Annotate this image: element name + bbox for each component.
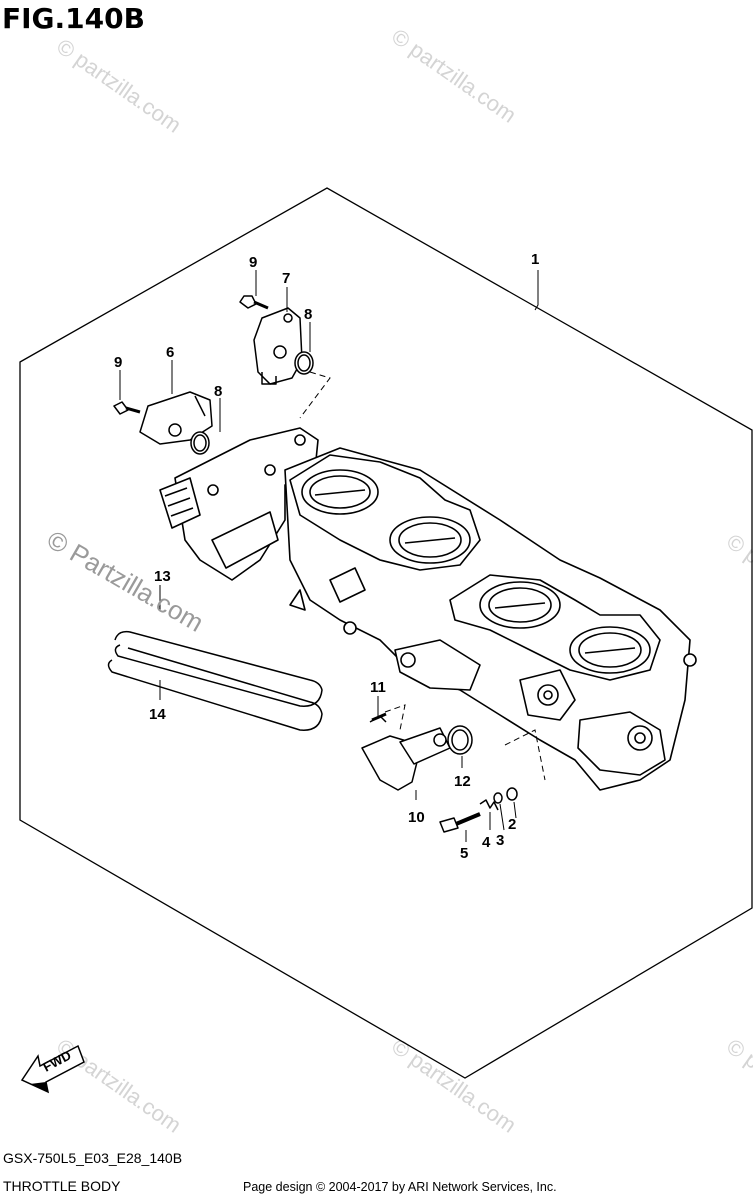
- callout-14: 14: [149, 706, 166, 723]
- callout-7: 7: [282, 270, 290, 287]
- model-code: GSX-750L5_E03_E28_140B: [3, 1150, 183, 1166]
- callout-labels: 1 2 3 4 5 6 7 8 8 9 9 10 11 12 13 14: [114, 251, 539, 862]
- callout-12: 12: [454, 773, 471, 790]
- callout-8-lower: 8: [214, 383, 222, 400]
- callout-3: 3: [496, 832, 504, 849]
- callout-11: 11: [370, 679, 386, 696]
- callout-10: 10: [408, 809, 425, 826]
- assembly-border: [19, 187, 753, 1079]
- throttle-body-assembly: [159, 427, 697, 791]
- watermark-large: © Partzilla.com: [42, 524, 209, 638]
- figure-caption: THROTTLE BODY: [3, 1178, 121, 1194]
- watermark-small: © partzilla.com: [387, 1034, 521, 1138]
- figure-title: FIG.140B: [2, 2, 145, 35]
- watermark-small: © partzilla.com: [722, 1034, 753, 1138]
- callout-4: 4: [482, 834, 491, 851]
- callout-2: 2: [508, 816, 516, 833]
- callout-9-upper: 9: [249, 254, 257, 271]
- callout-8-upper: 8: [304, 306, 312, 323]
- leader-lines: [119, 270, 546, 842]
- callout-9-lower: 9: [114, 354, 122, 371]
- callout-5: 5: [460, 845, 468, 862]
- watermark-small: © partzilla.com: [387, 24, 521, 128]
- callout-6: 6: [166, 344, 174, 361]
- callout-13: 13: [154, 568, 171, 585]
- watermark-small: © partzilla.com: [52, 34, 186, 138]
- callout-1: 1: [531, 251, 539, 268]
- copyright-notice: Page design © 2004-2017 by ARI Network S…: [243, 1180, 557, 1194]
- watermark-small: © partzilla.com: [722, 529, 753, 633]
- small-parts: [107, 295, 518, 833]
